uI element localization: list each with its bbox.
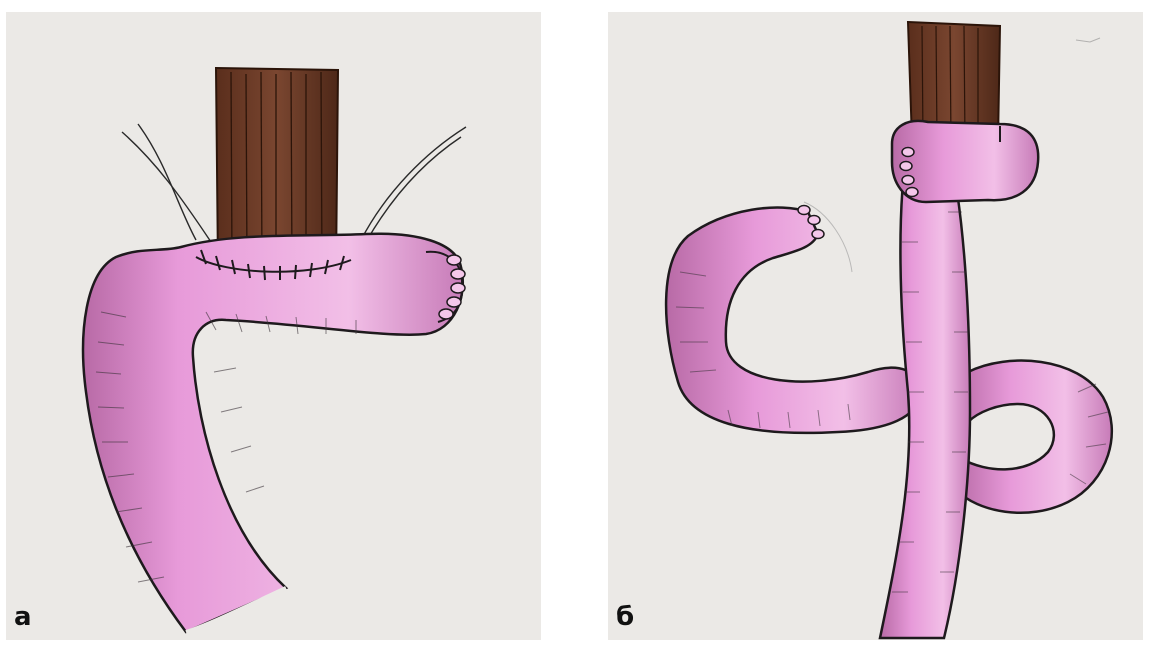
panel-a-drawing [6, 12, 541, 640]
intestine-left-arm [666, 206, 920, 433]
panel-a: а [6, 12, 541, 640]
panel-b-drawing [608, 12, 1143, 640]
intestine-top-ring [892, 121, 1038, 202]
intestine-loop [83, 234, 465, 632]
pencil-smudge [1076, 38, 1100, 42]
panel-b: б [608, 12, 1143, 640]
panel-label-a: а [14, 604, 32, 630]
panel-label-b: б [616, 604, 634, 630]
intestine-right-loop [950, 361, 1112, 513]
